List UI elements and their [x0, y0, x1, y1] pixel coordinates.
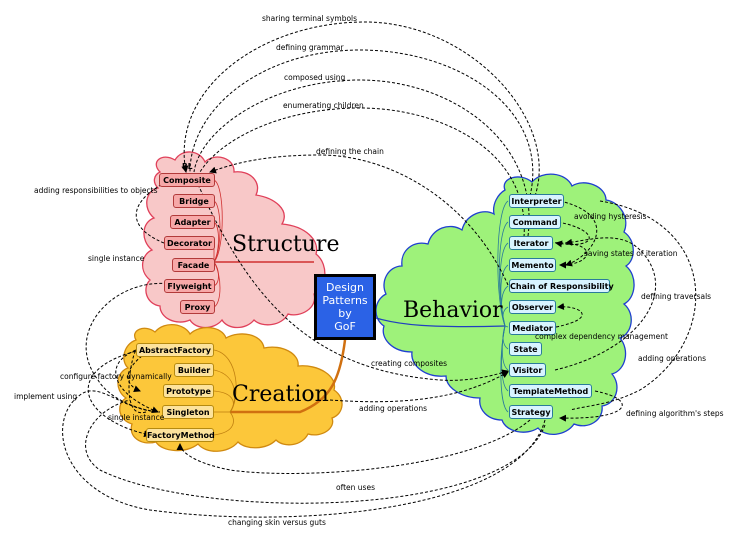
behavior-node-templatemethod[interactable]: TemplateMethod	[509, 384, 592, 398]
structure-node-adapter[interactable]: Adapter	[170, 215, 215, 229]
structure-node-decorator[interactable]: Decorator	[164, 236, 215, 250]
curve-often-uses	[176, 419, 531, 474]
curve-single-instance-2	[128, 349, 147, 413]
structure-node-composite[interactable]: Composite	[159, 173, 215, 187]
label-adding-operations-1: adding operations	[638, 354, 707, 363]
behavior-node-interpreter[interactable]: Interpreter	[509, 194, 564, 208]
label-implement-using: implement using	[14, 392, 78, 401]
label-complex-dependency: complex dependency management	[535, 332, 668, 341]
label-configure-factory: configure factory dynamically	[60, 372, 172, 381]
behavior-node-iterator[interactable]: Iterator	[509, 236, 553, 250]
label-single-instance-2: single instance	[108, 413, 165, 422]
curve-defining-traversals	[554, 237, 657, 371]
label-enumerating-children: enumerating children	[283, 101, 364, 110]
behavior-node-strategy[interactable]: Strategy	[509, 405, 553, 419]
creation-node-singleton[interactable]: Singleton	[162, 405, 214, 419]
label-adding-responsibilities: adding responsibilities to objects	[34, 186, 158, 195]
label-changing-skin: changing skin versus guts	[228, 518, 326, 527]
label-avoiding-hysteresis: avoiding hysteresis	[574, 212, 647, 221]
curve-adding-operations-2	[329, 371, 509, 403]
label-creating-composites: creating composites	[371, 359, 447, 368]
label-composed-using: composed using	[284, 73, 346, 82]
center-line-3: by	[338, 307, 352, 320]
curve-composed-using	[193, 79, 530, 237]
center-node[interactable]: Design Patterns by GoF	[314, 274, 376, 340]
behavior-branches	[497, 200, 509, 413]
creation-node-factorymethod[interactable]: FactoryMethod	[146, 428, 215, 442]
creation-node-abstractfactory[interactable]: AbstractFactory	[136, 343, 214, 357]
curve-defining-chain	[209, 154, 509, 286]
relation-curves	[62, 21, 697, 518]
behavior-node-memento[interactable]: Memento	[509, 258, 556, 272]
curve-avoiding-hysteresis	[559, 200, 598, 267]
curve-complex-dependency	[555, 302, 583, 328]
curve-single-instance-1	[85, 282, 183, 413]
label-saving-states: saving states of iteration	[584, 249, 678, 258]
curve-configure-factory-2	[127, 349, 151, 393]
behavior-node-mediator[interactable]: Mediator	[509, 321, 556, 335]
label-defining-the-chain: defining the chain	[316, 147, 384, 156]
label-defining-algorithm: defining algorithm's steps	[626, 409, 724, 418]
creation-branches	[213, 349, 237, 436]
label-adding-operations-2: adding operations	[359, 404, 428, 413]
structure-node-facade[interactable]: Facade	[172, 258, 215, 272]
curve-implement-using	[87, 349, 151, 438]
label-often-uses: often uses	[336, 483, 375, 492]
curve-defining-grammar	[189, 49, 534, 197]
label-defining-grammar: defining grammar	[276, 43, 344, 52]
creation-node-builder[interactable]: Builder	[174, 363, 214, 377]
creation-connector	[230, 339, 347, 414]
behavior-node-visitor[interactable]: Visitor	[509, 363, 546, 377]
curve-changing-skin	[62, 390, 546, 518]
creation-node-prototype[interactable]: Prototype	[163, 384, 214, 398]
behavior-connector	[375, 317, 506, 328]
behavior-node-observer[interactable]: Observer	[509, 300, 556, 314]
label-sharing-terminal-symbols: sharing terminal symbols	[262, 14, 358, 23]
structure-node-flyweight[interactable]: Flyweight	[164, 279, 215, 293]
behavior-node-chain-of-responsibility[interactable]: Chain of Responsibility	[509, 279, 614, 293]
category-behavior: Behavior	[403, 298, 503, 323]
structure-node-proxy[interactable]: Proxy	[180, 300, 215, 314]
curve-enumerating-children	[199, 107, 525, 238]
center-line-2: Patterns	[322, 294, 368, 307]
category-creation: Creation	[232, 382, 329, 407]
label-single-instance-1: single instance	[88, 254, 145, 263]
curve-creating-composites	[195, 179, 509, 381]
curve-defining-algorithm	[559, 390, 623, 422]
curve-configure-factory	[115, 349, 159, 414]
structure-node-bridge[interactable]: Bridge	[173, 194, 215, 208]
behavior-node-state[interactable]: State	[509, 342, 542, 356]
rl-tag: RL	[182, 162, 193, 171]
label-defining-traversals: defining traversals	[641, 292, 712, 301]
category-structure: Structure	[232, 232, 340, 257]
curve-skin-2	[85, 399, 546, 504]
curve-adding-operations-1	[569, 200, 697, 411]
center-line-4: GoF	[334, 320, 356, 333]
curve-saving-state	[549, 242, 588, 269]
center-line-1: Design	[326, 281, 364, 294]
curve-adding-responsibilities	[135, 174, 183, 244]
curve-sharing-terminal-symbols	[181, 21, 540, 197]
behavior-node-command[interactable]: Command	[509, 215, 561, 229]
